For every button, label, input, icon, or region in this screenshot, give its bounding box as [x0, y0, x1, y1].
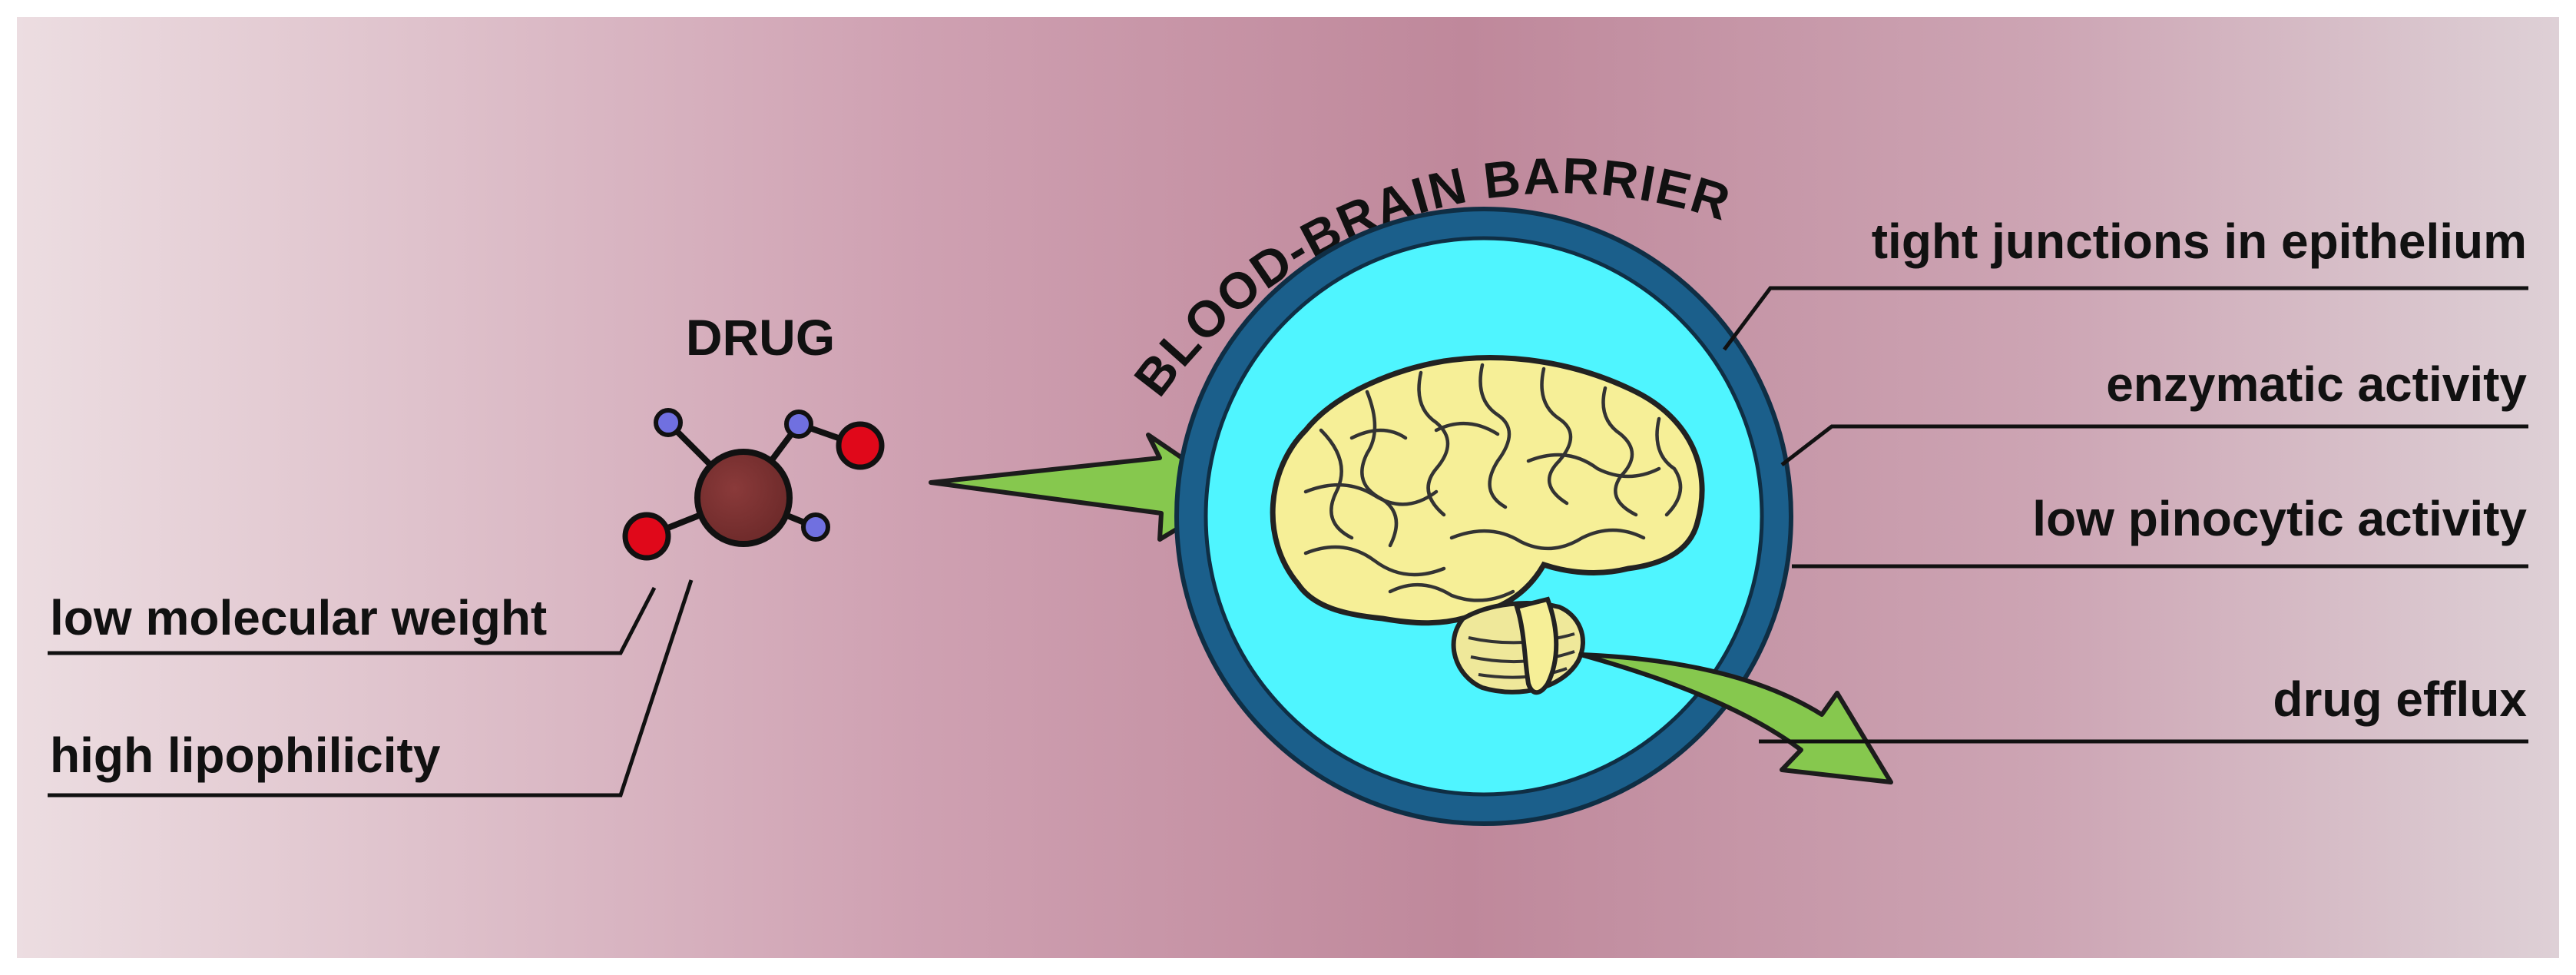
barrier-property-label: drug efflux	[2273, 672, 2527, 727]
efflux-arrow-icon	[1578, 652, 1893, 784]
atom-red	[836, 421, 885, 470]
drug-property-label: high lipophilicity	[50, 728, 441, 783]
drug-molecule-icon	[622, 408, 885, 561]
barrier-property-label: tight junctions in epithelium	[1872, 214, 2527, 269]
barrier-property-label: low pinocytic activity	[2032, 491, 2527, 546]
drug-title: DRUG	[686, 309, 835, 366]
leader-line	[48, 579, 694, 798]
atom-blue	[654, 408, 683, 437]
drug-property-label: low molecular weight	[50, 590, 547, 645]
leader-line	[48, 586, 657, 655]
brain-icon	[1270, 355, 1705, 695]
leader-line	[1780, 424, 2528, 466]
atom-blue	[801, 512, 830, 542]
barrier-property-label: enzymatic activity	[2106, 357, 2527, 412]
atom-red	[622, 512, 671, 561]
leader-line	[1723, 286, 2528, 351]
drug-core-atom	[694, 449, 793, 547]
atom-blue	[784, 410, 813, 439]
